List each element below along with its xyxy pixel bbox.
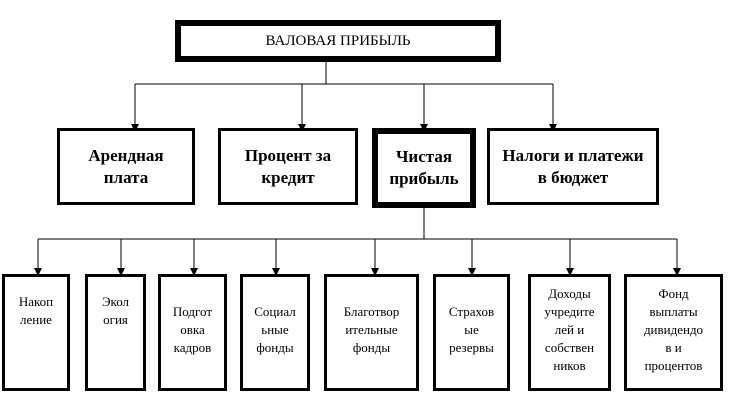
node-net-profit: Чистая прибыль	[372, 128, 476, 208]
node-rent-label: Арендная плата	[88, 145, 164, 187]
leaf-charity-funds: Благотвор ительные фонды	[324, 274, 419, 391]
node-taxes-label: Налоги и платежи в бюджет	[502, 145, 644, 187]
leaf-dividend-fund-label: Фонд выплаты дивидендо в и процентов	[643, 286, 704, 373]
leaf-ecology: Экол огия	[85, 274, 146, 391]
leaf-accumulation: Накоп ление	[2, 274, 70, 391]
leaf-accumulation-label: Накоп ление	[18, 294, 54, 327]
leaf-social-funds: Социал ьные фонды	[240, 274, 310, 391]
leaf-training: Подгот овка кадров	[158, 274, 227, 391]
leaf-founders-income: Доходы учредите лей и собствен ников	[528, 274, 611, 391]
node-net-profit-label: Чистая прибыль	[389, 147, 459, 188]
leaf-ecology-label: Экол огия	[101, 294, 130, 327]
node-rent: Арендная плата	[57, 128, 195, 205]
leaf-dividend-fund: Фонд выплаты дивидендо в и процентов	[624, 274, 723, 391]
leaf-charity-funds-label: Благотвор ительные фонды	[343, 304, 400, 355]
leaf-social-funds-label: Социал ьные фонды	[254, 304, 296, 355]
leaf-insurance-reserves-label: Страхов ые резервы	[448, 304, 495, 355]
node-taxes: Налоги и платежи в бюджет	[487, 128, 659, 205]
root-node: ВАЛОВАЯ ПРИБЫЛЬ	[175, 20, 501, 62]
root-label: ВАЛОВАЯ ПРИБЫЛЬ	[265, 32, 411, 49]
leaf-insurance-reserves: Страхов ые резервы	[433, 274, 510, 391]
leaf-founders-income-label: Доходы учредите лей и собствен ников	[544, 286, 595, 373]
node-credit-interest-label: Процент за кредит	[244, 145, 332, 187]
node-credit-interest: Процент за кредит	[218, 128, 358, 205]
leaf-training-label: Подгот овка кадров	[172, 304, 213, 355]
